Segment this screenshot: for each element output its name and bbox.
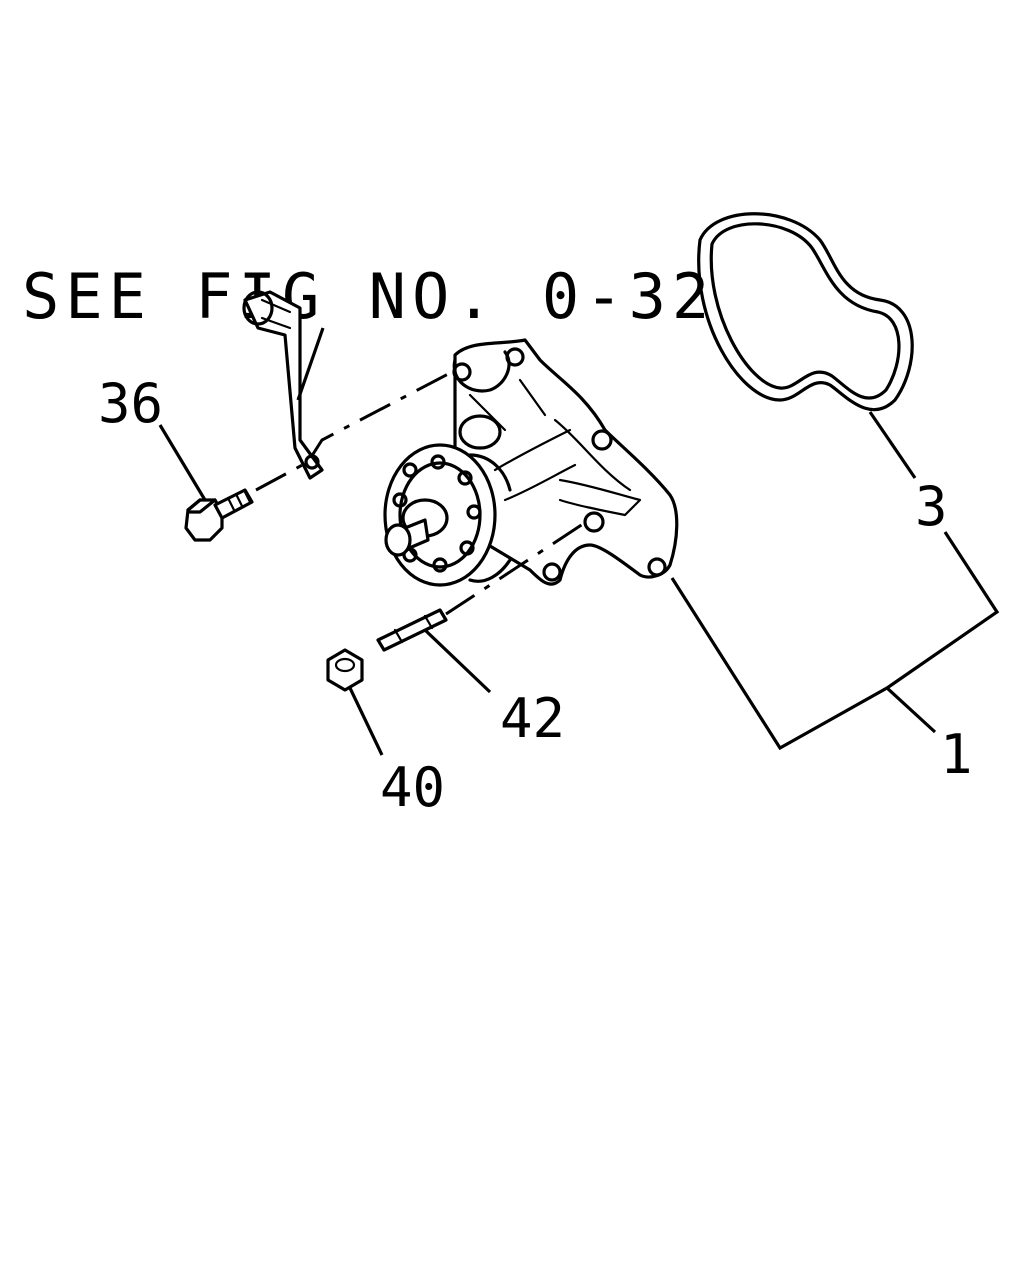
callout-36: 36 [98,372,163,435]
leader-36 [158,424,207,501]
gasket-part [697,212,914,412]
callout-40: 40 [380,756,445,819]
reference-note: SEE FIG NO. 0-32 [22,260,715,333]
stud-centerline [445,520,587,616]
leader-reference [296,327,325,401]
nut-part [326,648,364,692]
leader-42 [423,628,492,694]
leader-3 [868,411,917,479]
leader-40 [348,687,384,756]
water-pump-part [383,338,679,587]
leader-1 [670,531,1000,751]
callout-42: 42 [500,687,565,750]
callout-1: 1 [940,723,973,786]
bolt-part [184,488,254,542]
stud-part [376,608,448,652]
bolt-centerline [255,370,453,492]
callout-3: 3 [915,475,948,538]
